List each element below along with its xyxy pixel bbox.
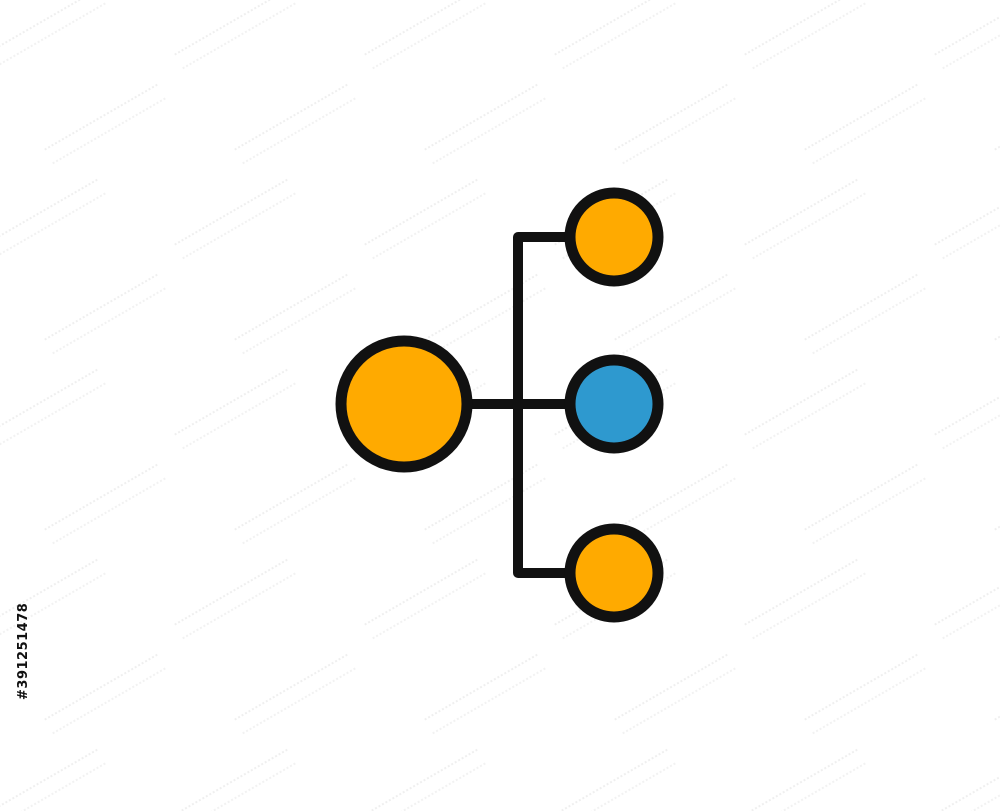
stock-id-label: #391251478	[16, 602, 31, 700]
child-node-middle	[564, 354, 664, 454]
root-node	[335, 335, 473, 473]
connector-lines	[465, 232, 573, 578]
branch-vertical-line	[513, 232, 573, 578]
child-node-bottom	[564, 523, 664, 623]
child-node-top	[564, 187, 664, 287]
